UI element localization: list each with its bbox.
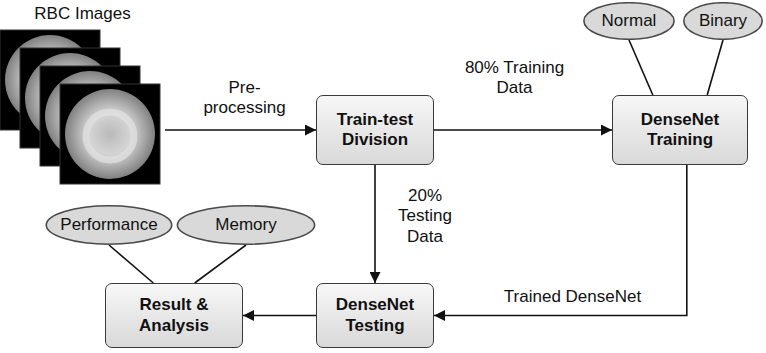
edge-label: 20% Testing Data [386,186,464,247]
connector [165,129,316,131]
edge-label: 80% Training Data [455,58,574,99]
rbc-image-stack [0,4,165,194]
connector [109,245,153,283]
process-box: DenseNet Testing [316,283,434,348]
node-text: DenseNet Training [613,110,747,151]
edge-label: Pre- processing [195,78,294,119]
option-ellipse: Normal [583,2,675,40]
tile-ground [60,84,160,184]
node-text: DenseNet Testing [317,295,433,336]
connector [434,165,687,316]
node-text: Memory [215,215,276,235]
ellipse-shape [684,3,762,39]
node-text: Binary [699,11,747,31]
node-text: Normal [602,11,657,31]
image-stack: RBC Images [0,4,165,194]
connector [434,129,612,131]
cell-disc [65,89,155,179]
ellipse-shape [177,206,314,244]
node-text: RBC Images [0,4,165,24]
option-ellipse: Binary [683,2,763,40]
node-text: Performance [60,215,157,235]
connector [195,245,246,283]
process-box: Result & Analysis [105,283,243,348]
node-text: Result & Analysis [106,295,242,336]
ellipse-shape [46,206,171,244]
ellipse-shape [584,3,674,39]
process-box: Train-test Division [316,95,434,165]
metric-ellipse: Memory [176,205,316,245]
cell-ring [86,112,134,160]
edge-label: Trained DenseNet [483,287,662,307]
connector [243,315,316,317]
process-box: DenseNet Training [612,95,748,165]
node-text: Train-test Division [317,110,433,151]
rbc-tile [60,84,160,184]
metric-ellipse: Performance [45,205,173,245]
connector [374,165,376,283]
connector [629,40,653,95]
connector [707,40,723,95]
